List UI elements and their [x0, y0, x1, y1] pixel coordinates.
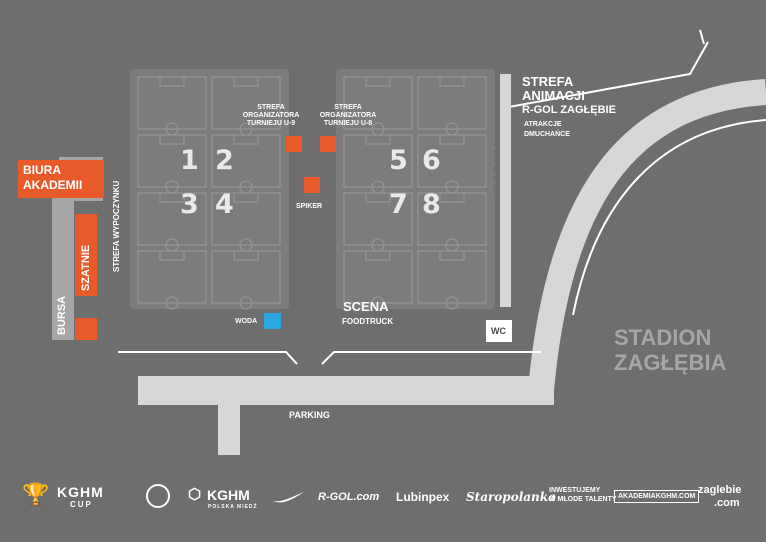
foodtruck-label: FOODTRUCK: [342, 317, 394, 326]
spiker-marker[interactable]: [304, 177, 320, 193]
kghm-cup-logo-2: CUP: [70, 500, 93, 509]
bursa-building: [52, 193, 74, 340]
atrakcje-label-1: ATRAKCJE: [524, 121, 562, 128]
pitch-center-circle: [239, 296, 253, 310]
pitch-penalty-box: [233, 76, 259, 87]
organizer-zone-u8-marker[interactable]: [320, 136, 336, 152]
stadium-label-1: STADION: [614, 325, 712, 350]
path-line-stadium: [572, 119, 766, 316]
scena-label: SCENA: [343, 299, 389, 314]
pitch-penalty-box: [365, 250, 391, 261]
pitch-penalty-box: [365, 134, 391, 145]
path-line-upper: [502, 41, 709, 109]
pitch-number-4: 4: [215, 189, 234, 220]
pitch-penalty-box: [365, 192, 391, 203]
woda-label: WODA: [235, 318, 258, 325]
pitch-number-5: 5: [389, 145, 408, 176]
animation-zone-title-1: STREFA: [522, 74, 574, 89]
biura-akademii-box[interactable]: [18, 160, 104, 198]
pitch-number-8: 8: [422, 189, 441, 220]
tribune-bar: [500, 74, 511, 307]
path-line-left: [118, 351, 298, 365]
inwestujemy-logo-2: W MŁODE TALENTY: [549, 496, 617, 503]
pitch-penalty-box: [159, 192, 185, 203]
pitch-number-1: 1: [180, 145, 199, 176]
lubinpex-logo: Lubinpex: [396, 490, 450, 504]
zaglebie-logo-1: zaglebie: [698, 484, 742, 496]
biura-label-1: BIURA: [23, 163, 61, 177]
atrakcje-label-2: DMUCHAŃCE: [524, 131, 570, 138]
rgol-logo: R-GOL.com: [318, 491, 380, 503]
parking-label: PARKING: [289, 410, 330, 420]
pitch-number-2: 2: [215, 145, 234, 176]
stadium-track: [528, 79, 766, 392]
pitch-penalty-box: [159, 134, 185, 145]
pitch-center-circle: [371, 296, 385, 310]
spiker-label: SPIKER: [296, 203, 323, 210]
kghm-logo-1: KGHM: [207, 487, 250, 503]
path-line-mid: [699, 29, 705, 45]
pitch-number-3: 3: [180, 189, 199, 220]
sponsor-bar: 🏆 KGHM CUP ⬡ KGHM POLSKA MIEDŹ R-GOL.com…: [0, 470, 766, 542]
kghm-cup-trophy-icon: 🏆: [22, 482, 50, 507]
stadium-label-2: ZAGŁĘBIA: [614, 350, 727, 375]
pitch-penalty-box: [439, 134, 465, 145]
szatnie-label: SZATNIE: [80, 244, 92, 291]
szatnie-box[interactable]: [75, 214, 97, 296]
path-line-right: [321, 351, 541, 365]
rgol-zone-label: R-GOL ZAGŁĘBIE: [522, 104, 616, 116]
inwestujemy-logo-1: INWESTUJEMY: [549, 487, 601, 494]
pitch-penalty-box: [439, 250, 465, 261]
pitch-penalty-box: [233, 134, 259, 145]
wc-marker[interactable]: [486, 320, 512, 342]
zaglebie-logo-2: .com: [714, 497, 740, 509]
wc-label: WC: [491, 326, 506, 336]
pitch-penalty-box: [233, 192, 259, 203]
animation-zone-title-2: ANIMACJI: [522, 88, 585, 103]
pitch-number-7: 7: [389, 189, 408, 220]
pitch-penalty-box: [365, 76, 391, 87]
bursa-label: BURSA: [56, 295, 68, 335]
pitch-center-circle: [165, 296, 179, 310]
pitch-penalty-box: [233, 250, 259, 261]
organizer-zone-u8-label: STREFA ORGANIZATORA TURNIEJU U-8: [319, 104, 377, 127]
strefa-wypoczynku-label: STREFA WYPOCZYNKU: [112, 180, 121, 272]
pitch-penalty-box: [159, 250, 185, 261]
pitch-penalty-box: [439, 76, 465, 87]
kghm-cup-logo-1: KGHM: [57, 484, 104, 500]
organizer-zone-u9-label: STREFA ORGANIZATORA TURNIEJU U-9: [242, 104, 300, 127]
nike-swoosh-icon: [272, 492, 304, 503]
trybuny-label: TRYBUNY: [491, 142, 500, 202]
pitch-center-circle: [445, 296, 459, 310]
akademia-logo: AKADEMIAKGHM.COM: [614, 490, 700, 503]
staropolanka-logo: Staropolanka: [466, 490, 556, 504]
club-crest-icon: [146, 484, 170, 508]
szatnie-box-small[interactable]: [75, 318, 97, 340]
pitch-penalty-box: [439, 192, 465, 203]
pitch-penalty-box: [159, 76, 185, 87]
kghm-logo-2: POLSKA MIEDŹ: [208, 504, 258, 510]
organizer-zone-u9-marker[interactable]: [286, 136, 302, 152]
road-main: [138, 376, 554, 405]
pitch-number-6: 6: [422, 145, 441, 176]
road-spur: [218, 400, 240, 455]
kghm-hex-icon: ⬡: [188, 486, 202, 503]
woda-marker[interactable]: [264, 313, 281, 329]
biura-label-2: AKADEMII: [23, 178, 83, 192]
